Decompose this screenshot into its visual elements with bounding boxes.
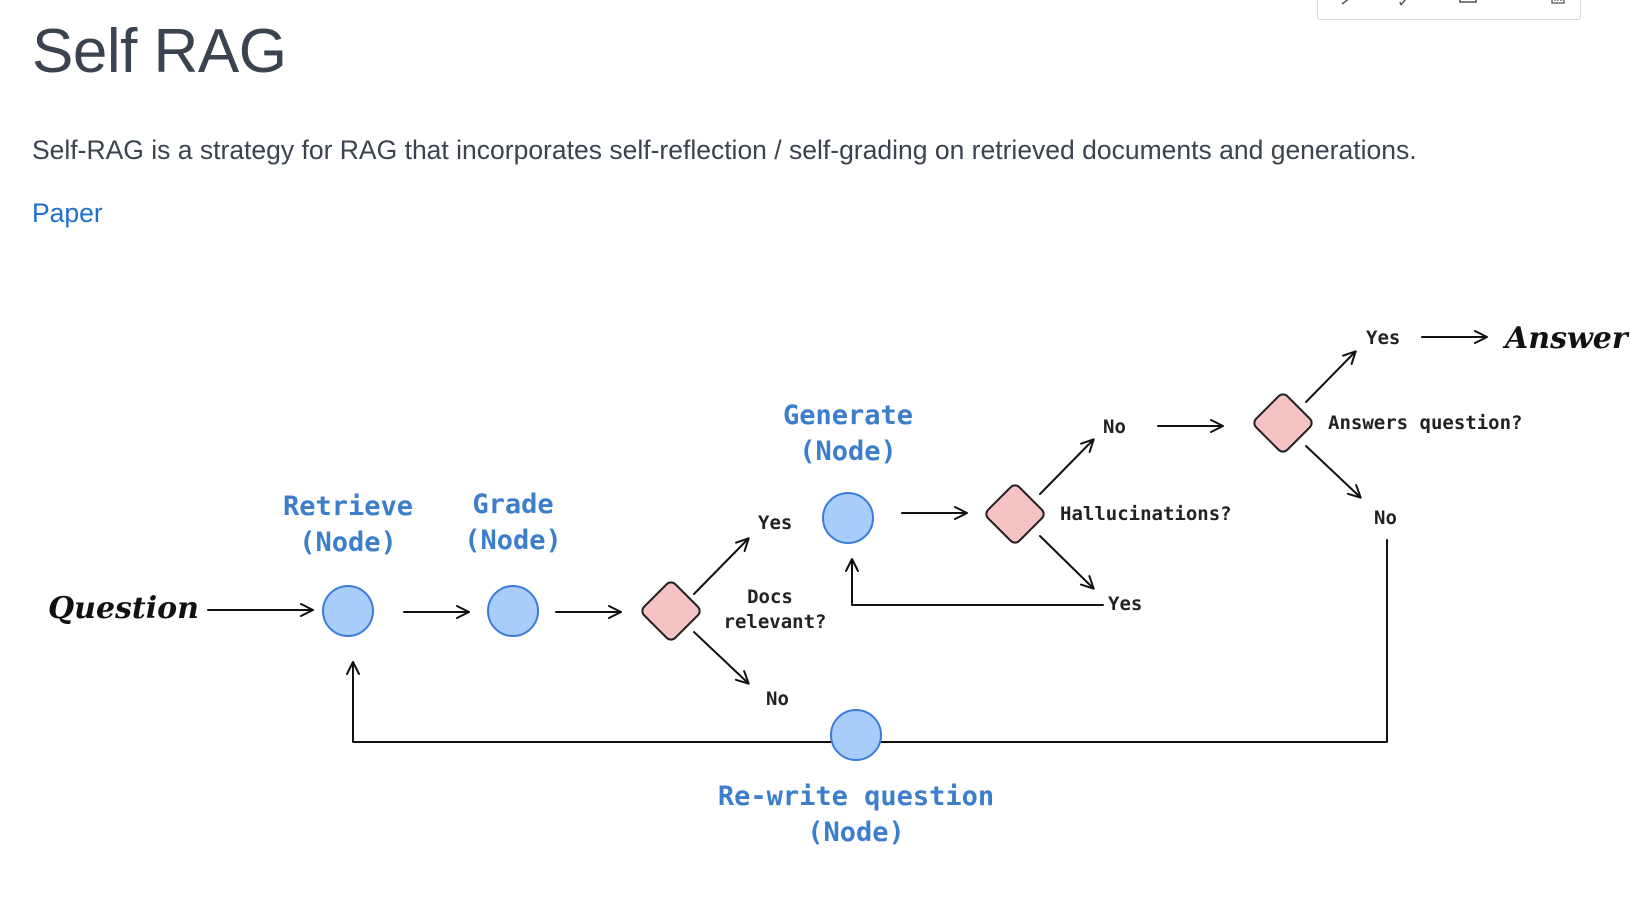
paper-link[interactable]: Paper (32, 198, 103, 228)
edge-answers-yes (1305, 350, 1357, 403)
copy-icon[interactable] (1458, 0, 1477, 6)
grade-node (487, 585, 539, 637)
halluc-no-label: No (1103, 416, 1126, 438)
docs-no-label: No (766, 688, 789, 710)
edge-docs-yes (693, 537, 750, 595)
intro-text: Self-RAG is a strategy for RAG that inco… (32, 135, 1417, 165)
decision-hallucinations (985, 484, 1045, 544)
retrieve-node (322, 585, 374, 637)
hallucinations-label: Hallucinations? (1060, 503, 1232, 525)
rewrite-node (830, 709, 882, 761)
grade-node-title: Grade (472, 489, 553, 520)
edit-icon[interactable] (1398, 0, 1414, 6)
docs-yes-label: Yes (758, 512, 792, 534)
decision-docs-relevant (641, 581, 701, 641)
edge-halluc-no (1039, 438, 1095, 495)
generate-node-sub: (Node) (799, 436, 897, 467)
generate-node (822, 492, 874, 544)
question-label: Question (48, 591, 199, 626)
run-icon[interactable] (1338, 0, 1354, 6)
cell-toolbar (1317, 0, 1581, 20)
edge-answers-no-to-rewrite (346, 539, 1388, 743)
edge-answers-no (1305, 445, 1362, 499)
answers-no-label: No (1374, 507, 1397, 529)
decision-answers-question (1253, 393, 1313, 453)
delete-icon[interactable] (1550, 0, 1566, 6)
answers-yes-label: Yes (1366, 327, 1400, 349)
rewrite-node-title: Re-write question (718, 781, 994, 812)
generate-node-title: Generate (783, 400, 913, 431)
page-title: Self RAG (32, 17, 287, 86)
retrieve-node-sub: (Node) (299, 527, 397, 558)
halluc-yes-label: Yes (1108, 593, 1142, 615)
answers-question-label: Answers question? (1328, 412, 1522, 434)
docs-relevant-line2: relevant? (724, 611, 827, 633)
retrieve-node-title: Retrieve (283, 491, 413, 522)
grade-node-sub: (Node) (464, 525, 562, 556)
rewrite-node-sub: (Node) (807, 817, 905, 848)
edge-halluc-yes-to-generate (845, 558, 1104, 606)
docs-relevant-line1: Docs (747, 586, 793, 608)
edge-halluc-yes (1039, 535, 1095, 590)
answer-label: Answer (1502, 321, 1630, 356)
edge-docs-no (693, 631, 750, 685)
